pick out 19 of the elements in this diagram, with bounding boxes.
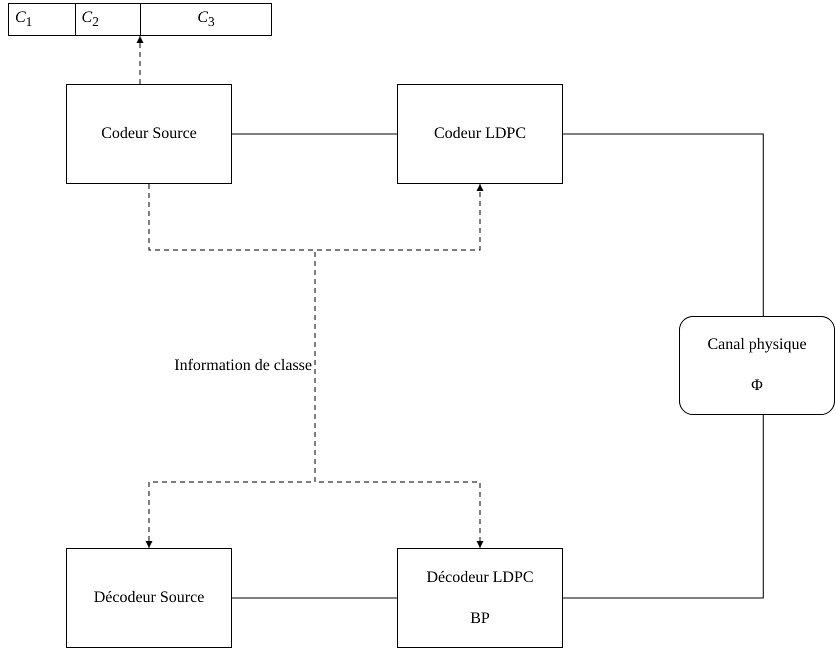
segment-label: C$_{2}$ — [82, 8, 99, 30]
connector-line — [562, 414, 764, 598]
connector-line — [562, 134, 764, 316]
rounded-process-box — [679, 316, 835, 415]
segment-label: C$_{1}$ — [15, 8, 32, 30]
box-label: Codeur Source — [101, 125, 197, 143]
box-label: Canal physique — [707, 336, 807, 354]
segment-label: C$_{3}$ — [197, 8, 215, 30]
process-box — [66, 548, 232, 648]
box-label: Décodeur Source — [94, 589, 204, 607]
box-label: Codeur LDPC — [434, 125, 526, 143]
process-box — [66, 84, 232, 184]
process-box — [397, 548, 563, 648]
box-label: Décodeur LDPC — [426, 568, 534, 586]
box-sublabel: BP — [470, 610, 490, 628]
segmented-bar — [8, 3, 272, 36]
box-sublabel: Φ — [751, 376, 763, 395]
process-box — [397, 84, 563, 184]
arrow — [136, 36, 144, 84]
